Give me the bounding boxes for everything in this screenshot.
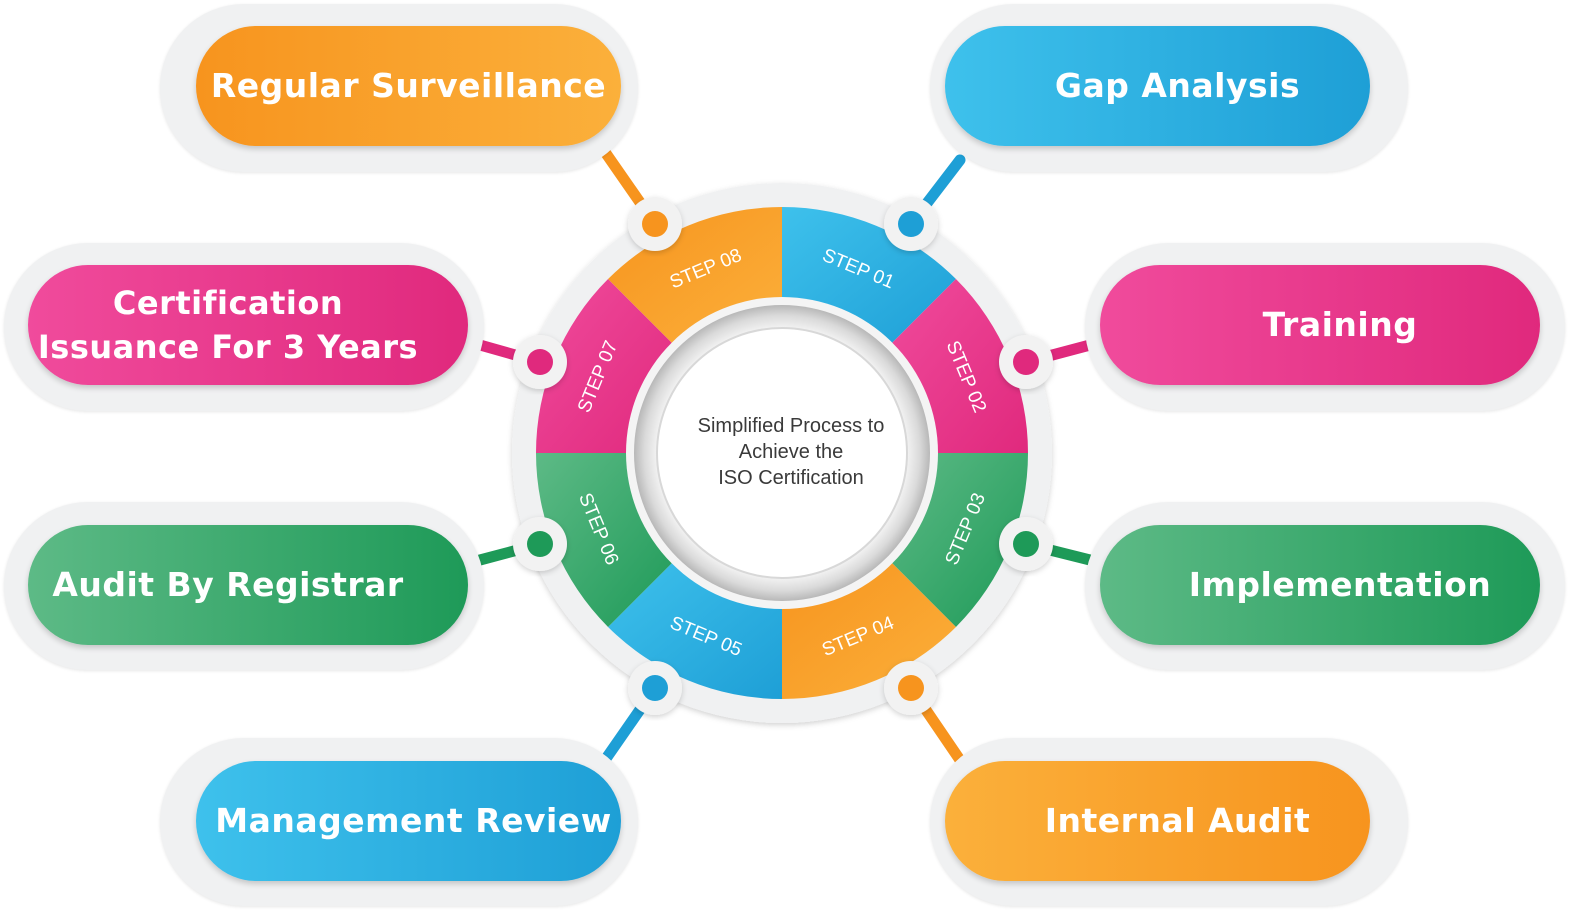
node-dot — [642, 211, 668, 237]
card-title: Gap Analysis — [1054, 66, 1301, 105]
card-title: Implementation — [1188, 565, 1492, 604]
node-dot — [527, 531, 553, 557]
wheel-segment — [536, 279, 675, 453]
card-implementation: Implementation — [1100, 525, 1540, 645]
card-gap-analysis: Gap Analysis — [945, 26, 1370, 146]
wheel-segment — [889, 453, 1028, 627]
center-title-text: Simplified Process to Achieve the ISO Ce… — [697, 415, 885, 489]
node-dot — [898, 211, 924, 237]
wheel-segment — [608, 560, 782, 699]
card-training: Training — [1100, 265, 1540, 385]
card-title: Management Review — [215, 801, 612, 840]
wheel-segment — [782, 560, 956, 699]
wheel-segment — [889, 279, 1028, 453]
center-disc — [656, 327, 908, 579]
card-management-review: Management Review — [196, 761, 621, 881]
node-dot — [527, 349, 553, 375]
card-regular-surveillance: Regular Surveillance — [196, 26, 621, 146]
card-certification-issuance: Certification Issuance For 3 Years — [28, 265, 468, 385]
card-title: Regular Surveillance — [210, 66, 607, 105]
wheel-segments — [536, 207, 1028, 699]
connector-nodes — [513, 197, 1053, 715]
card-title: Certification Issuance For 3 Years — [37, 284, 419, 366]
wheel-segment — [782, 207, 956, 346]
wheel-segment — [536, 453, 675, 627]
node-dot — [1013, 531, 1039, 557]
card-internal-audit: Internal Audit — [945, 761, 1370, 881]
wheel-segment — [608, 207, 782, 346]
card-title: Training — [1262, 305, 1418, 344]
card-title: Internal Audit — [1044, 801, 1311, 840]
node-dot — [1013, 349, 1039, 375]
card-title: Audit By Registrar — [52, 565, 404, 604]
center-title: Simplified Process to Achieve the ISO Ce… — [681, 397, 901, 507]
card-audit-by-registrar: Audit By Registrar — [28, 525, 468, 645]
node-dot — [642, 675, 668, 701]
node-dot — [898, 675, 924, 701]
